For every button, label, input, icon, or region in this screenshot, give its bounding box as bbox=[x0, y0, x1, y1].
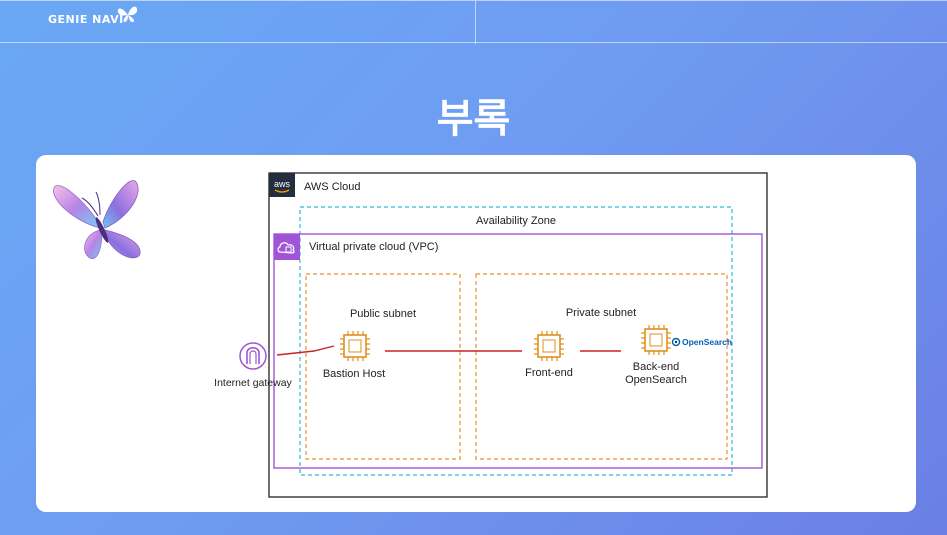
vpc-label: Virtual private cloud (VPC) bbox=[309, 241, 438, 253]
bastion-host-label: Bastion Host bbox=[323, 368, 385, 380]
butterfly-illustration bbox=[53, 180, 141, 259]
opensearch-logo-icon: OpenSearch bbox=[671, 337, 732, 347]
aws-logo-icon: aws bbox=[269, 173, 295, 197]
internet-gateway-label: Internet gateway bbox=[214, 377, 292, 389]
vpc-group bbox=[273, 233, 763, 469]
aws-cloud-label: AWS Cloud bbox=[304, 181, 360, 193]
butterfly-icon bbox=[117, 6, 138, 23]
front-end-label: Front-end bbox=[525, 367, 573, 379]
front-end-chip-icon[interactable] bbox=[534, 331, 564, 361]
private-subnet-label: Private subnet bbox=[566, 307, 636, 319]
top-bar-divider bbox=[475, 1, 476, 44]
public-subnet-label: Public subnet bbox=[350, 308, 416, 320]
internet-gateway-icon[interactable] bbox=[239, 342, 267, 370]
back-end-chip-icon[interactable] bbox=[641, 325, 671, 355]
igw-to-bastion-link bbox=[276, 345, 335, 356]
aws-cloud-group bbox=[268, 172, 768, 498]
opensearch-logo-text: OpenSearch bbox=[682, 337, 732, 347]
vpc-cloud-icon bbox=[274, 234, 300, 260]
brand-name[interactable]: GENIE NAVI bbox=[48, 13, 124, 26]
private-subnet-group bbox=[475, 273, 728, 460]
architecture-diagram: aws AWS Cloud Availability Zone Virtual … bbox=[214, 172, 768, 498]
page-title: 부록 bbox=[436, 96, 511, 142]
back-end-label-line2: OpenSearch bbox=[625, 374, 687, 386]
availability-zone-label: Availability Zone bbox=[476, 215, 556, 227]
public-subnet-group bbox=[305, 273, 461, 460]
top-bar bbox=[0, 0, 947, 44]
back-end-label-line1: Back-end bbox=[633, 361, 679, 373]
bastion-host-chip-icon[interactable] bbox=[340, 331, 370, 361]
aws-badge-text: aws bbox=[274, 179, 291, 189]
